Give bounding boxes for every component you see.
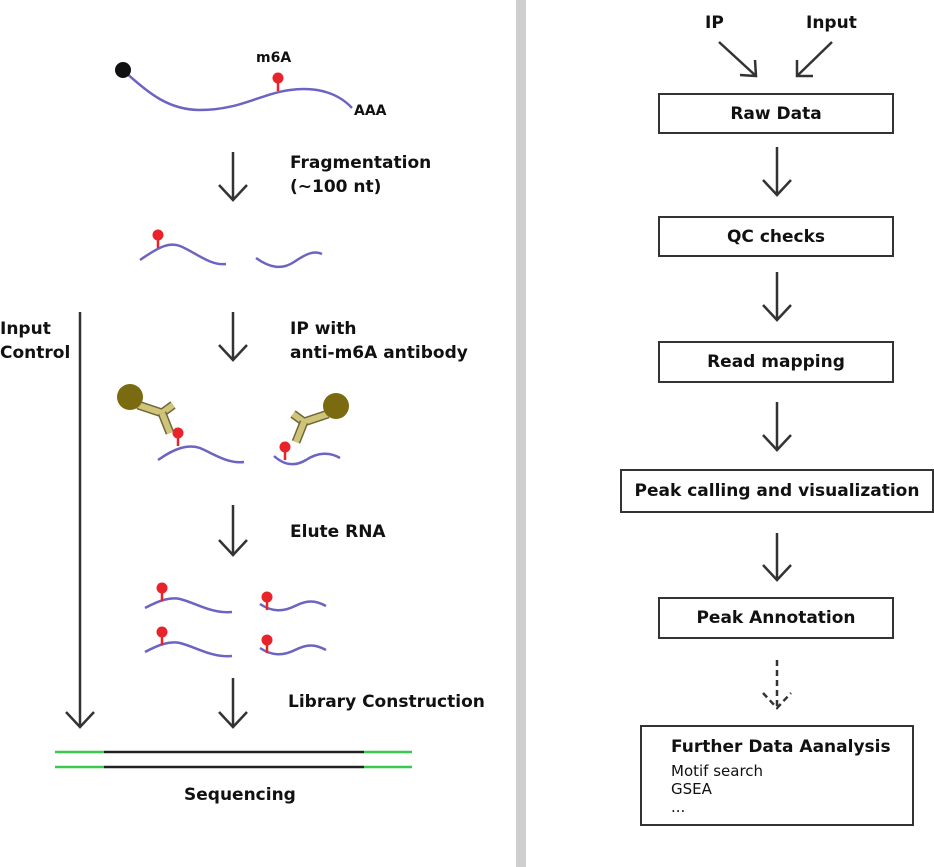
rna-fragment [144, 597, 233, 614]
antibody-icon [293, 393, 349, 442]
down-arrow-icon [762, 533, 792, 582]
sequencing-label: Sequencing [184, 785, 296, 805]
down-arrow-icon [218, 678, 248, 729]
further-analysis-item: GSEA [671, 780, 712, 798]
further-analysis-item: ... [671, 798, 686, 816]
sequencing-library [55, 750, 412, 769]
step-fragmentation-label: Fragmentation (~100 nt) [290, 153, 432, 197]
down-arrow-icon [762, 147, 792, 197]
down-arrow-icon [762, 272, 792, 322]
peak-annotation-label: Peak Annotation [696, 608, 856, 628]
cap-icon [115, 62, 131, 78]
polya-label: AAA [354, 103, 387, 119]
step-library-label: Library Construction [288, 692, 485, 712]
m6a-pin-icon [171, 426, 185, 448]
input-arrow-icon [795, 41, 833, 78]
down-arrow-icon [218, 152, 248, 202]
mrna-strand [122, 69, 353, 112]
further-analysis-title: Further Data Aanalysis [671, 737, 891, 757]
antibody-icon [117, 384, 173, 433]
further-analysis-item: Motif search [671, 762, 764, 780]
rna-fragment [259, 644, 327, 656]
further-analysis-box: Further Data Aanalysis Motif search GSEA… [640, 725, 914, 826]
rna-fragment [273, 452, 341, 466]
m6a-pin-icon [278, 440, 292, 462]
rna-fragment [139, 243, 227, 266]
peak-annotation-box: Peak Annotation [658, 597, 894, 639]
peak-calling-box: Peak calling and visualization [620, 469, 934, 513]
raw-data-label: Raw Data [730, 103, 822, 124]
input-control-label: Input Control [0, 319, 71, 363]
rna-fragment [144, 641, 233, 658]
panel-divider [516, 0, 526, 867]
step-ip-label: IP with anti-m6A antibody [290, 319, 468, 363]
down-arrow-icon [762, 402, 792, 452]
read-mapping-box: Read mapping [658, 341, 894, 383]
qc-checks-label: QC checks [726, 226, 826, 247]
rna-fragment [255, 251, 323, 269]
m6a-pin-icon [271, 71, 285, 93]
dashed-down-arrow-icon [762, 660, 792, 710]
down-arrow-icon [218, 312, 248, 362]
ip-arrow-icon [718, 41, 758, 78]
peak-calling-label: Peak calling and visualization [634, 481, 920, 501]
read-mapping-label: Read mapping [707, 352, 845, 372]
m6a-pin-icon [151, 228, 165, 250]
raw-data-box: Raw Data [658, 93, 894, 134]
input-source-label: Input [806, 13, 857, 33]
down-arrow-icon [218, 505, 248, 557]
ip-source-label: IP [705, 13, 724, 33]
rna-fragment [157, 445, 245, 464]
step-elute-label: Elute RNA [290, 522, 386, 542]
qc-checks-box: QC checks [658, 216, 894, 257]
m6a-label: m6A [256, 50, 292, 66]
input-control-arrow-icon [65, 312, 95, 729]
rna-fragment [259, 600, 327, 612]
